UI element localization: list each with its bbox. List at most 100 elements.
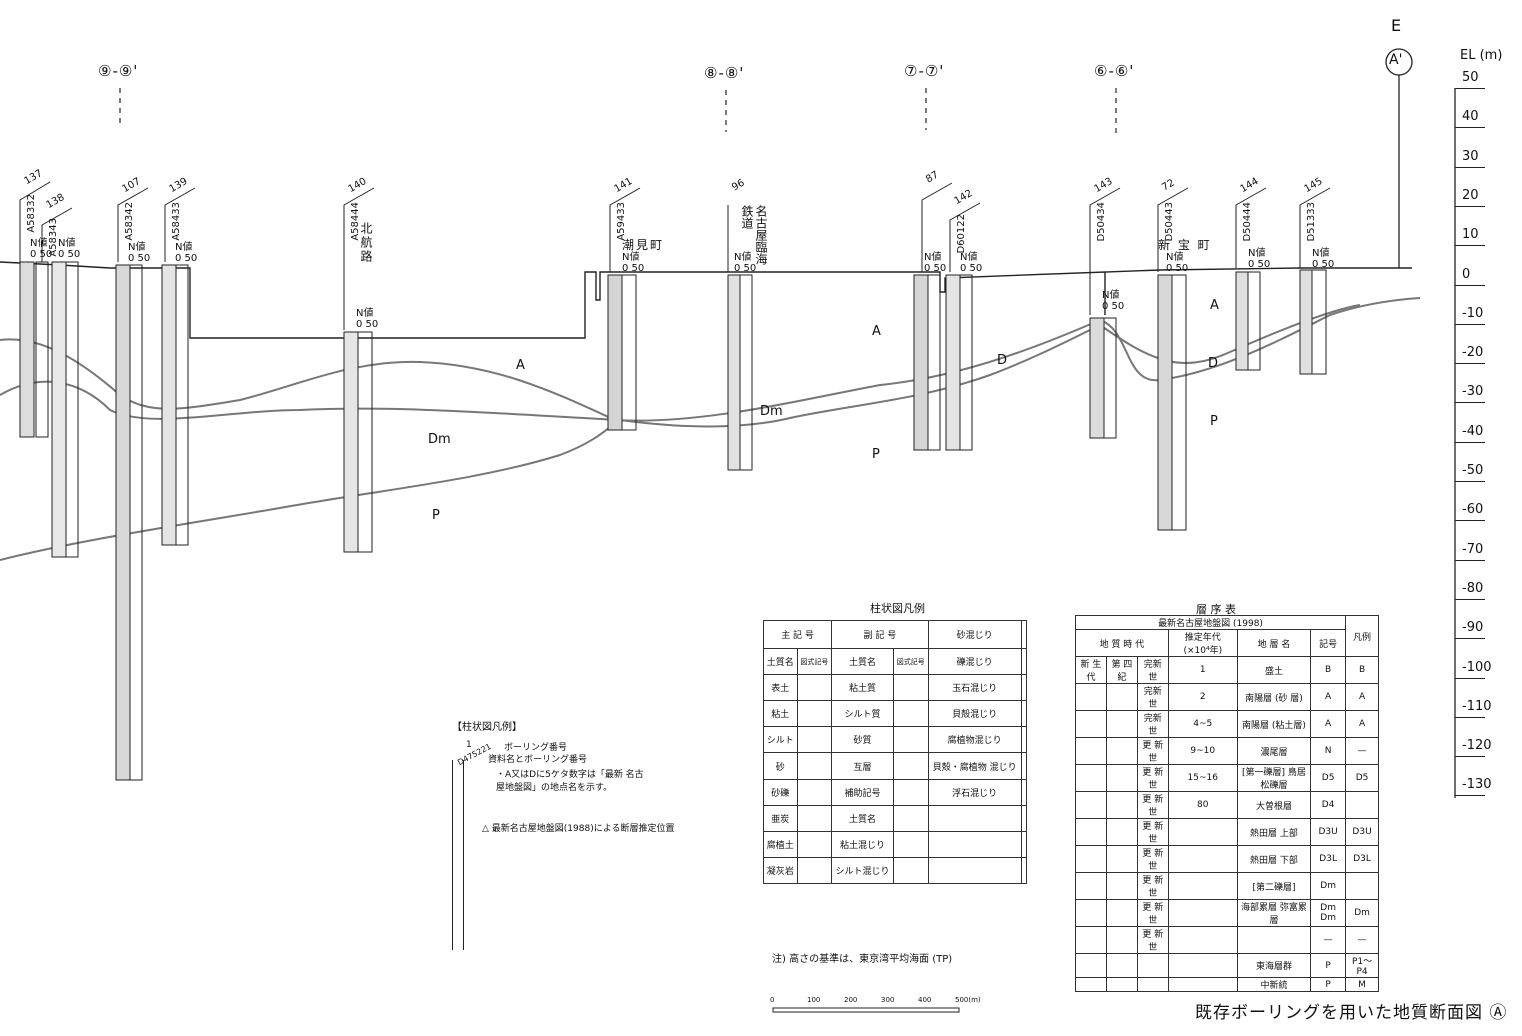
col-legend-cell: 粘土 [763, 700, 798, 728]
stratum-label: Dm [760, 404, 783, 419]
n-value-title: N値 [58, 238, 76, 249]
strat-cell [1075, 737, 1107, 765]
strat-cell: 15~16 [1167, 764, 1238, 792]
n-value-scale: 0 50 [1166, 263, 1189, 274]
col-legend-cell [892, 674, 929, 702]
column-legend-table: 主 記 号 副 記 号 砂混じり 土質名図式記号土質名図式記号礫混じり表土粘土質… [762, 619, 1028, 885]
col-legend-cell: 土質名 [763, 648, 798, 676]
strat-cell: D3L [1310, 845, 1347, 873]
elevation-tick-mark [1455, 441, 1485, 443]
legend-boring-no: ボーリング番号 [504, 743, 568, 753]
col-legend-cell: 砂礫 [763, 778, 798, 806]
scale-tick: 400 [918, 996, 932, 1004]
elevation-tick: -60 [1462, 502, 1484, 518]
column-legend-title: 柱状図凡例 [870, 602, 925, 615]
stratum-label: A [872, 324, 881, 339]
legend-title: 【柱状図凡例】 [452, 722, 522, 733]
scale-tick: 100 [807, 996, 821, 1004]
strat-cell [1236, 926, 1312, 954]
elevation-tick: 20 [1462, 187, 1479, 203]
strat-cell [1075, 872, 1107, 900]
col-legend-cell: 互層 [831, 752, 894, 780]
strat-cell [1136, 977, 1169, 992]
strat-cell: 完新世 [1136, 710, 1169, 738]
strat-cell: 第 四 紀 [1105, 656, 1138, 684]
col-legend-cell: 浮石混じり [927, 778, 1022, 806]
strat-cell: 東海層群 [1236, 953, 1312, 978]
strat-cell [1075, 818, 1107, 846]
borehole-ref: A59433 [616, 202, 627, 241]
elevation-tick: -20 [1462, 345, 1484, 361]
col-legend-cell [1020, 778, 1028, 806]
n-value-scale: 0 50 [1102, 301, 1125, 312]
elevation-tick: 30 [1462, 148, 1479, 164]
col-right-0: 砂混じり [927, 619, 1022, 650]
strat-cell [1105, 845, 1138, 873]
stratum-label: P [872, 447, 880, 462]
col-legend-cell [927, 804, 1022, 832]
col-legend-cell: 貝殻・腐植物 混じり [927, 752, 1022, 780]
strat-cell: 更 新 世 [1136, 791, 1169, 819]
strat-cell [1105, 791, 1138, 819]
strat-cell: 9~10 [1167, 737, 1238, 765]
strat-cell: 更 新 世 [1136, 845, 1169, 873]
strat-cell: D5 [1310, 764, 1347, 792]
strat-cell [1075, 710, 1107, 738]
col-legend-cell: 凝灰岩 [763, 856, 798, 885]
n-value-title: N値 [622, 252, 640, 263]
strat-cell [1105, 899, 1138, 927]
col-legend-cell [892, 726, 929, 754]
strat-cell: Dm Dm [1310, 899, 1347, 927]
elevation-tick: -100 [1462, 659, 1492, 675]
stratigraphy-table: 最新名古屋地盤図 (1998)凡例 地 質 時 代 推定年代 (×10⁴年) 地… [1074, 615, 1379, 992]
elevation-tick: -70 [1462, 541, 1484, 557]
n-value-title: N値 [356, 308, 374, 319]
borehole-ref: D50434 [1096, 202, 1107, 242]
strat-cell [1105, 818, 1138, 846]
strat-cell [1075, 764, 1107, 792]
elevation-tick: -110 [1462, 698, 1492, 714]
strat-cell: Dm [1345, 899, 1379, 927]
elevation-tick-mark [1455, 88, 1485, 89]
col-legend-cell: 腐植物混じり [927, 726, 1022, 754]
n-value-scale: 0 50 [30, 249, 53, 260]
col-legend-cell: 砂 [763, 752, 798, 780]
col-legend-cell [892, 752, 929, 780]
strat-cell [1105, 764, 1138, 792]
col-legend-cell [892, 804, 929, 832]
strat-cell: A [1345, 683, 1379, 711]
elevation-tick: -80 [1462, 580, 1484, 596]
strat-cell: 更 新 世 [1136, 899, 1169, 927]
strat-cell: 更 新 世 [1136, 764, 1169, 792]
strat-cell: 4~5 [1167, 710, 1238, 738]
strat-cell [1105, 926, 1138, 954]
borehole-ref: A58433 [171, 202, 182, 241]
strat-cell: M [1345, 977, 1379, 992]
elevation-tick-mark [1455, 245, 1485, 247]
strat-head-era: 地 質 時 代 [1075, 629, 1169, 657]
strat-head-legend: 凡例 [1345, 615, 1379, 657]
col-legend-cell: シルト質 [831, 700, 894, 728]
place-shinhou: 新 宝 町 [1158, 238, 1212, 252]
n-value-scale: 0 50 [356, 319, 379, 330]
n-value-scale: 0 50 [960, 263, 983, 274]
borehole-leaders [19, 181, 1331, 330]
strat-cell: 更 新 世 [1136, 926, 1169, 954]
elevation-tick-mark [1455, 716, 1485, 718]
strat-cell: 2 [1167, 683, 1238, 711]
col-legend-cell [927, 830, 1022, 858]
elevation-tick: 50 [1462, 70, 1479, 85]
n-value-title: N値 [1248, 248, 1266, 259]
n-value-title: N値 [960, 252, 978, 263]
n-value-title: N値 [30, 238, 48, 249]
elevation-tick: 40 [1462, 109, 1479, 125]
strat-cell: 更 新 世 [1136, 872, 1169, 900]
elevation-tick: -90 [1462, 620, 1484, 636]
strat-cell [1075, 899, 1107, 927]
col-legend-cell [1020, 648, 1028, 676]
col-legend-cell [1020, 726, 1028, 754]
strat-cell [1105, 953, 1138, 978]
n-value-title: N値 [924, 252, 942, 263]
strat-cell [1167, 977, 1238, 992]
